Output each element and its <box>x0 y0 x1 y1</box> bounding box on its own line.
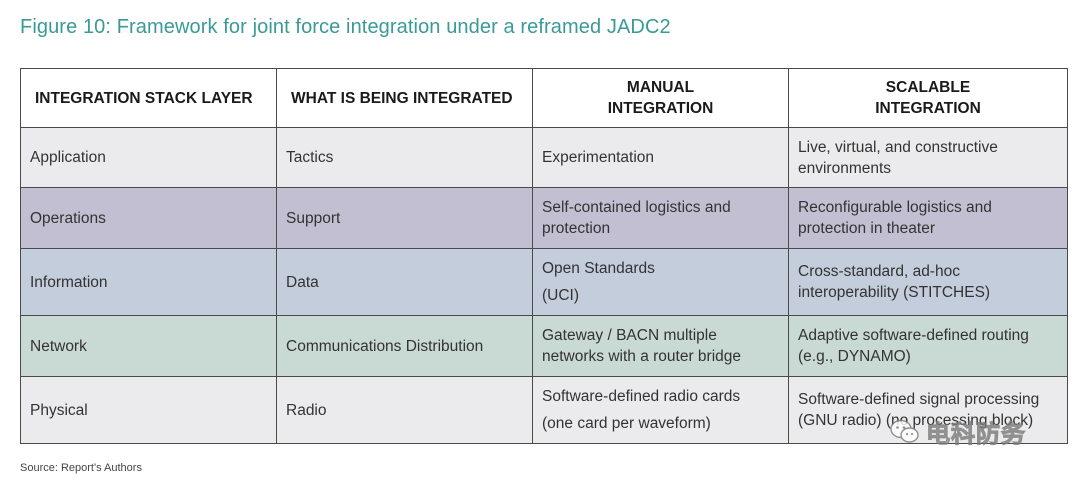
cell-integrated: Communications Distribution <box>276 315 533 377</box>
cell-integrated: Radio <box>276 376 533 444</box>
cell-manual-line1: Software-defined radio cards <box>542 388 741 405</box>
cell-manual-line2: (one card per waveform) <box>542 415 711 432</box>
integration-framework-table: INTEGRATION STACK LAYER WHAT IS BEING IN… <box>20 68 1068 444</box>
cell-manual: Experimentation <box>532 127 789 188</box>
cell-manual: Software-defined radio cards (one card p… <box>532 376 789 444</box>
cell-manual: Open Standards (UCI) <box>532 248 789 316</box>
cell-manual-line1: Open Standards <box>542 260 655 277</box>
cell-integrated: Support <box>276 187 533 249</box>
header-manual-integration: MANUAL INTEGRATION <box>532 68 789 128</box>
cell-layer: Physical <box>20 376 277 444</box>
figure-source: Source: Report's Authors <box>20 462 142 474</box>
cell-manual-line2: (UCI) <box>542 287 580 304</box>
cell-scalable: Software-defined signal processing (GNU … <box>788 376 1068 444</box>
cell-layer: Operations <box>20 187 277 249</box>
table-row: Physical Radio Software-defined radio ca… <box>20 376 1068 444</box>
cell-layer: Information <box>20 248 277 316</box>
header-what-is-being-integrated: WHAT IS BEING INTEGRATED <box>276 68 533 128</box>
cell-integrated: Tactics <box>276 127 533 188</box>
table-header-row: INTEGRATION STACK LAYER WHAT IS BEING IN… <box>20 68 1068 128</box>
table-row: Operations Support Self-contained logist… <box>20 187 1068 249</box>
figure-title: Figure 10: Framework for joint force int… <box>20 16 671 38</box>
cell-scalable: Reconfigurable logistics and protection … <box>788 187 1068 249</box>
cell-scalable: Cross-standard, ad-hoc interoperability … <box>788 248 1068 316</box>
header-integration-stack-layer: INTEGRATION STACK LAYER <box>20 68 277 128</box>
cell-layer: Network <box>20 315 277 377</box>
cell-manual: Gateway / BACN multiple networks with a … <box>532 315 789 377</box>
table-row: Network Communications Distribution Gate… <box>20 315 1068 377</box>
cell-scalable: Adaptive software-defined routing (e.g.,… <box>788 315 1068 377</box>
cell-layer: Application <box>20 127 277 188</box>
cell-manual: Self-contained logistics and protection <box>532 187 789 249</box>
cell-integrated: Data <box>276 248 533 316</box>
header-scalable-integration: SCALABLE INTEGRATION <box>788 68 1068 128</box>
table-row: Application Tactics Experimentation Live… <box>20 127 1068 188</box>
cell-scalable: Live, virtual, and constructive environm… <box>788 127 1068 188</box>
table-row: Information Data Open Standards (UCI) Cr… <box>20 248 1068 316</box>
